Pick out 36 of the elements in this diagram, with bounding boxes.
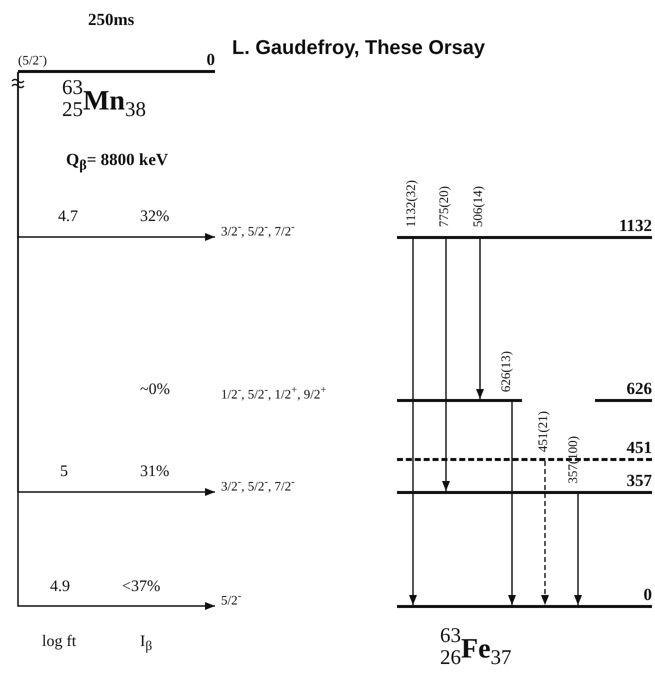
transition-arrow (541, 461, 549, 605)
energy-label: 357 (626, 472, 652, 489)
half-life-label: 250ms (88, 10, 134, 30)
spin-parity-label: 3/2$^{-}$, 5/2$^{-}$, 7/2$^{-}$ (221, 220, 295, 239)
edge-label: 775(20) (436, 186, 452, 227)
beta-intensity-value: 32% (140, 208, 170, 226)
edge-label: 357(100) (565, 436, 581, 484)
beta-intensity-value: <37% (122, 578, 160, 596)
transition-arrow (476, 239, 484, 399)
edge-label: 451(21) (535, 410, 551, 452)
transition-arrow (442, 239, 450, 491)
source-title: L. Gaudefroy, These Orsay (232, 37, 486, 60)
beta-intensity-value: 31% (140, 463, 170, 481)
energy-label: 0 (206, 51, 215, 68)
spin-parity-label: (5/2$^{-}$) (18, 48, 47, 68)
axis-heading: log ft (42, 633, 76, 651)
q-value-label: Q$_{β}$= 8800 keV (66, 150, 168, 174)
beta-intensity-value: ~0% (140, 381, 170, 399)
edge-label: 1132(32) (403, 180, 419, 227)
transition-arrow (508, 402, 516, 605)
energy-label: 451 (626, 439, 652, 456)
energy-label: 0 (644, 586, 652, 603)
energy-label: 1132 (618, 217, 652, 234)
edge-label: 626(13) (498, 350, 514, 392)
transition-arrow (17, 72, 215, 610)
edge-label: 506(14) (470, 186, 486, 227)
log-ft-value: 5 (60, 463, 68, 481)
spin-parity-label: 1/2$^{-}$, 5/2$^{-}$, 1/2$^{+}$, 9/2$^{+}$ (221, 382, 326, 402)
energy-label: 626 (626, 380, 652, 397)
log-ft-value: 4.9 (50, 578, 70, 596)
spin-parity-label: 3/2$^{-}$, 5/2$^{-}$, 7/2$^{-}$ (221, 474, 295, 494)
transition-arrow (574, 494, 582, 605)
spin-parity-label: 5/2$^{-}$ (221, 588, 242, 608)
transition-arrow (409, 239, 417, 605)
log-ft-value: 4.7 (58, 208, 78, 226)
axis-heading: I$_{β}$ (140, 633, 152, 654)
